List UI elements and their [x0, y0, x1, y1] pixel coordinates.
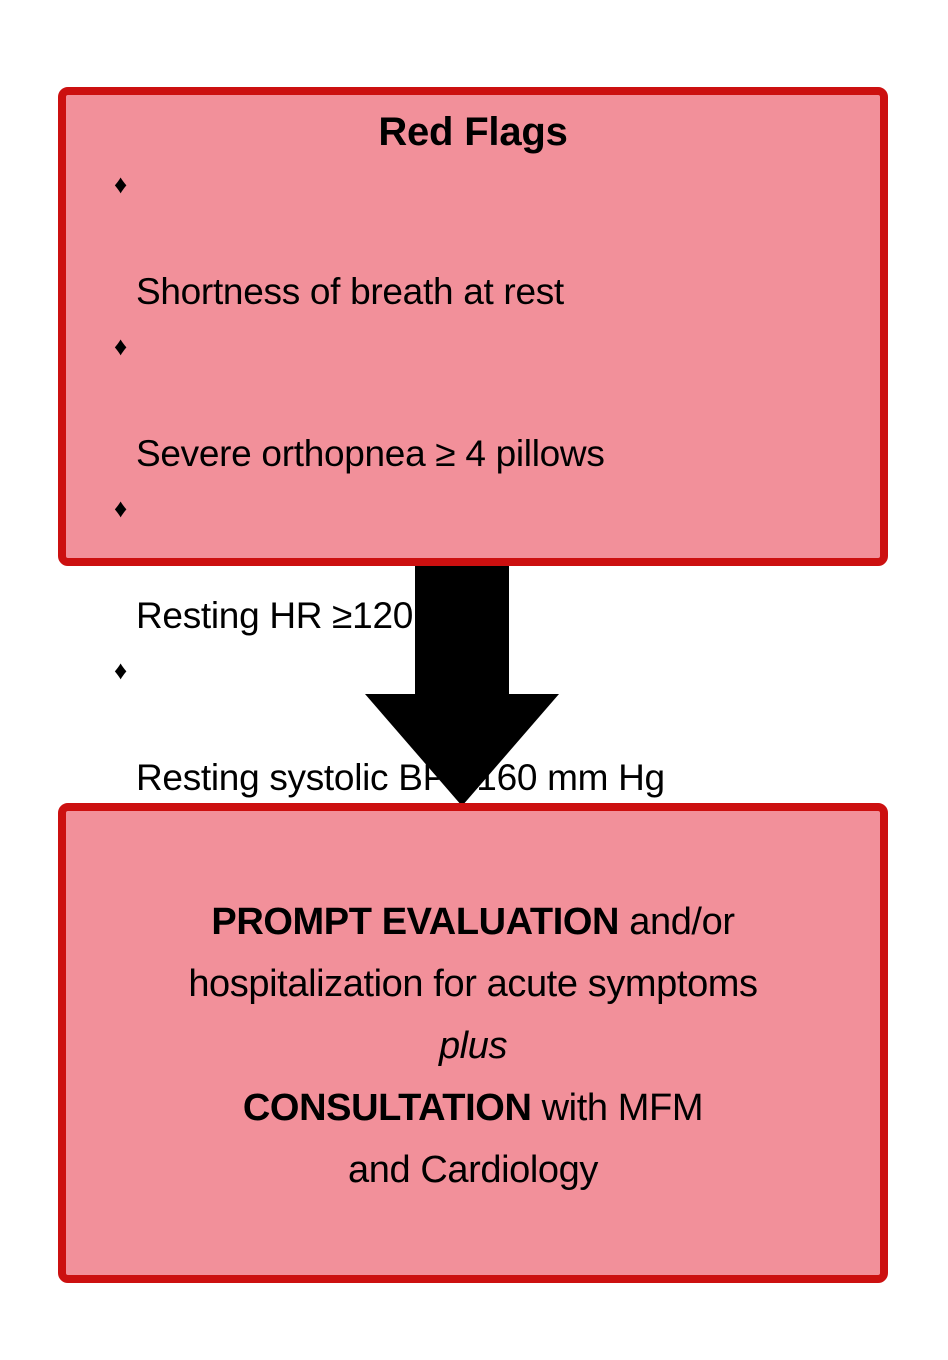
- action-segment-bold: PROMPT EVALUATION: [211, 901, 620, 943]
- list-item: ♦ Severe orthopnea ≥ 4 pillows: [114, 319, 870, 481]
- diamond-bullet-icon: ♦: [114, 493, 127, 523]
- action-line: and Cardiology: [66, 1139, 880, 1201]
- diamond-bullet-icon: ♦: [114, 169, 127, 199]
- action-segment-italic: plus: [438, 1025, 508, 1067]
- diamond-bullet-icon: ♦: [114, 331, 127, 361]
- list-item-text: Severe orthopnea ≥ 4 pillows: [136, 433, 605, 474]
- list-item-text: Shortness of breath at rest: [136, 271, 564, 312]
- action-segment: hospitalization for acute symptoms: [188, 963, 758, 1005]
- action-line: hospitalization for acute symptoms: [66, 953, 880, 1015]
- action-segment: with MFM: [531, 1087, 704, 1129]
- list-item-text: Resting HR ≥120 bpm: [136, 595, 495, 636]
- red-flags-box: Red Flags ♦ Shortness of breath at rest …: [58, 87, 888, 1176]
- action-line: PROMPT EVALUATION and/or: [66, 891, 880, 953]
- action-box: PROMPT EVALUATION and/or hospitalization…: [58, 803, 888, 1283]
- action-text-block: PROMPT EVALUATION and/or hospitalization…: [66, 891, 880, 1201]
- action-line: CONSULTATION with MFM: [66, 1077, 880, 1139]
- list-item: ♦ Resting HR ≥120 bpm: [114, 481, 870, 643]
- action-line: plus: [66, 1015, 880, 1077]
- action-segment: and Cardiology: [347, 1149, 598, 1191]
- action-segment: and/or: [619, 901, 735, 943]
- down-arrow-icon: [365, 566, 559, 806]
- list-item: ♦ Shortness of breath at rest: [114, 157, 870, 319]
- diamond-bullet-icon: ♦: [114, 655, 127, 685]
- red-flags-heading: Red Flags: [378, 110, 568, 154]
- action-segment-bold: CONSULTATION: [242, 1087, 532, 1129]
